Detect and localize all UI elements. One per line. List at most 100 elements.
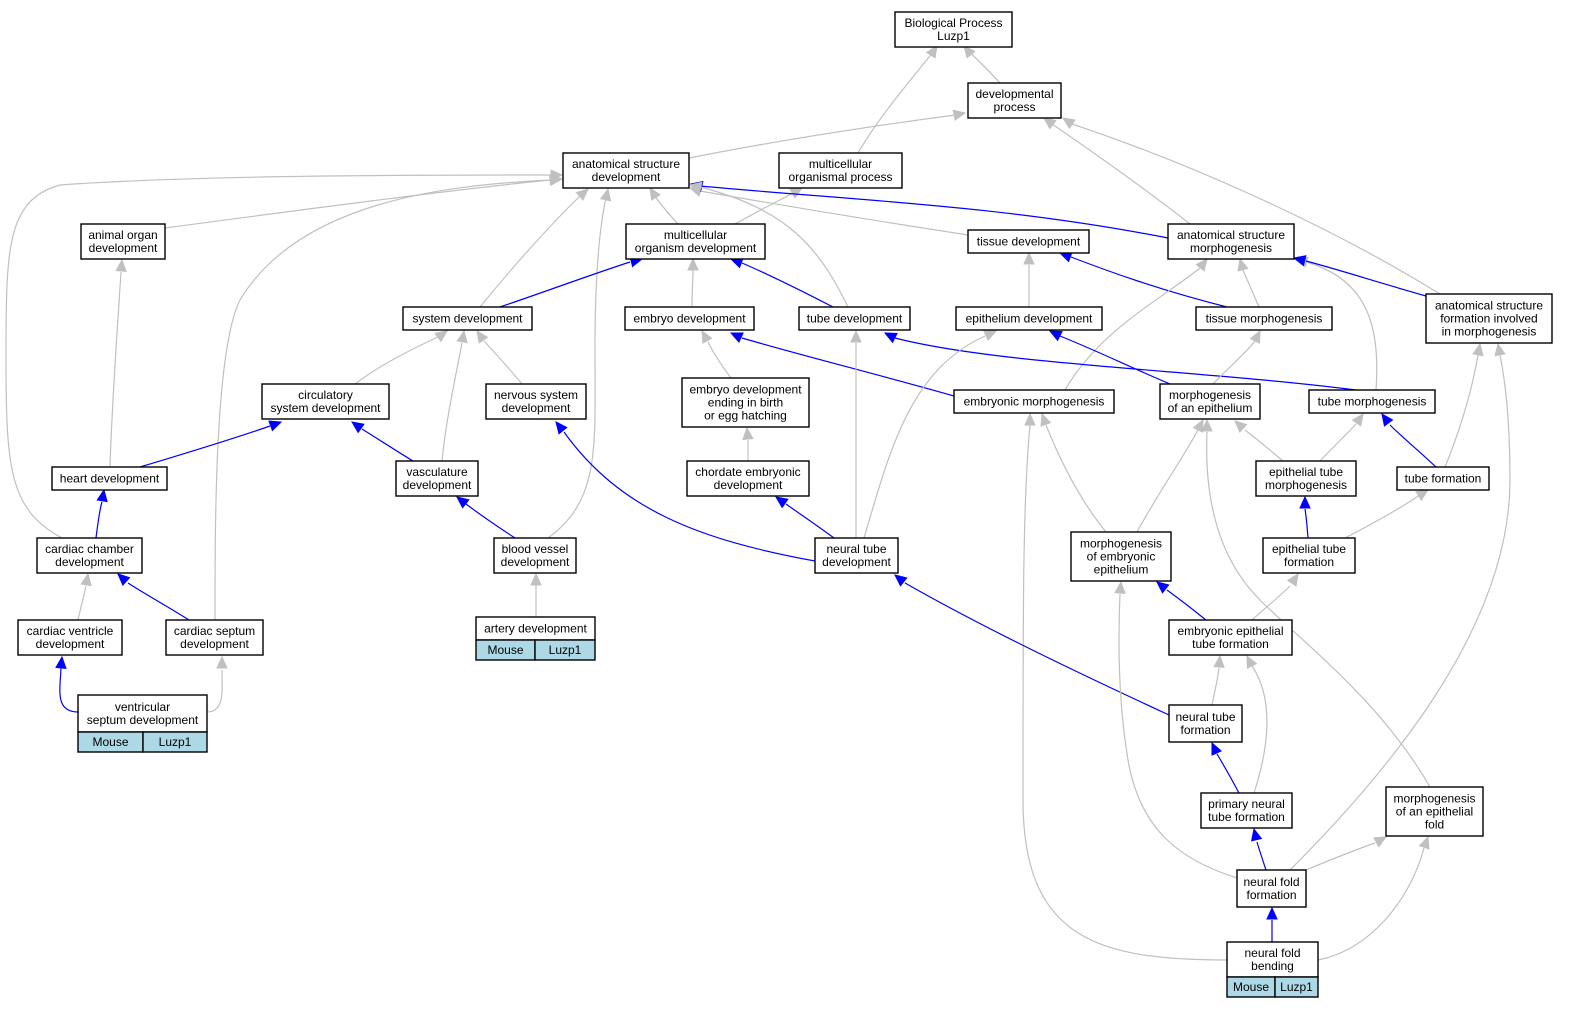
node-label-line: anatomical structure [1435, 299, 1543, 313]
edge-epith_tube_morph-to-tube_morph [1319, 413, 1364, 462]
node-box [1167, 223, 1295, 260]
edge-arrowhead [1211, 741, 1223, 756]
edges-layer [5, 44, 1511, 961]
edge-tube_form-to-tube_morph [1381, 413, 1437, 468]
edge-line [1064, 267, 1201, 391]
edge-arrowhead [1299, 495, 1311, 509]
edge-arrowhead [688, 181, 703, 193]
node-tube-morph[interactable]: tube morphogenesis [1308, 389, 1436, 414]
annotation-gene-label: Luzp1 [159, 735, 192, 749]
node-box [1255, 460, 1357, 497]
edge-line [361, 428, 414, 462]
node-label-line: formation [1284, 555, 1334, 569]
edge-line [707, 341, 732, 379]
edge-arrowhead [96, 488, 108, 503]
node-system-dev[interactable]: system development [402, 306, 533, 331]
edge-anat_form-to-dev_process [1061, 117, 1441, 295]
node-heart-dev[interactable]: heart development [51, 466, 168, 491]
edge-line [1242, 269, 1260, 308]
node-emb-morph[interactable]: embryonic morphogenesis [953, 389, 1115, 414]
node-box [493, 537, 577, 574]
edge-line [95, 501, 103, 539]
edge-arrowhead [1250, 827, 1263, 842]
edge-arrowhead [476, 330, 489, 344]
edge-arrowhead [963, 45, 976, 59]
node-label-line: embryo development [633, 312, 746, 326]
node-embryo-dev[interactable]: embryo development [624, 306, 755, 331]
node-label-line: morphogenesis [1265, 478, 1347, 492]
edge-arrowhead [701, 329, 713, 344]
edge-line [699, 185, 1169, 239]
node-label-line: embryonic morphogenesis [964, 395, 1105, 409]
node-epith-dev[interactable]: epithelium development [955, 306, 1103, 331]
node-box [1226, 941, 1319, 978]
node-box [1200, 792, 1293, 829]
edge-arrowhead [456, 329, 468, 344]
edge-morph_emb_epith-to-emb_morph [1040, 412, 1107, 533]
edge-neural_fold_bending-to-emb_morph [1022, 412, 1228, 961]
edge-line [479, 195, 581, 308]
edge-arrowhead [1023, 251, 1035, 265]
node-label-line: nervous system [494, 388, 578, 402]
edge-line [5, 174, 551, 539]
edge-morph_emb_epith-to-morph_epith [1136, 418, 1204, 533]
edge-system_dev-to-multi_org_dev [499, 256, 644, 308]
edge-line [127, 582, 190, 621]
node-box [967, 229, 1090, 254]
node-box [953, 389, 1115, 414]
node-label-line: neural fold [1244, 946, 1300, 960]
node-box [562, 152, 690, 189]
node-tube-form[interactable]: tube formation [1396, 466, 1490, 491]
edge-arrowhead [1246, 654, 1258, 669]
edge-arrowhead [775, 496, 789, 509]
edge-line [354, 335, 441, 385]
node-box [402, 306, 533, 331]
edge-line [1289, 354, 1511, 871]
node-label-line: fold [1425, 818, 1444, 832]
edge-morph_epith_fold-to-morph_epith [1201, 418, 1431, 788]
edge-arrowhead [115, 258, 127, 272]
node-label-line: tissue morphogenesis [1206, 312, 1323, 326]
node-tissue-dev[interactable]: tissue development [967, 229, 1090, 254]
node-label-line: organism development [635, 241, 757, 255]
node-box [681, 377, 810, 428]
node-label-line: morphogenesis [1080, 537, 1162, 551]
edge-arrowhead [925, 44, 938, 59]
node-tissue-morph[interactable]: tissue morphogenesis [1195, 306, 1333, 331]
edge-circ_dev-to-system_dev [354, 330, 448, 385]
node-box [967, 82, 1062, 119]
node-tube-dev[interactable]: tube development [798, 306, 911, 331]
node-label-line: or egg hatching [704, 409, 787, 423]
